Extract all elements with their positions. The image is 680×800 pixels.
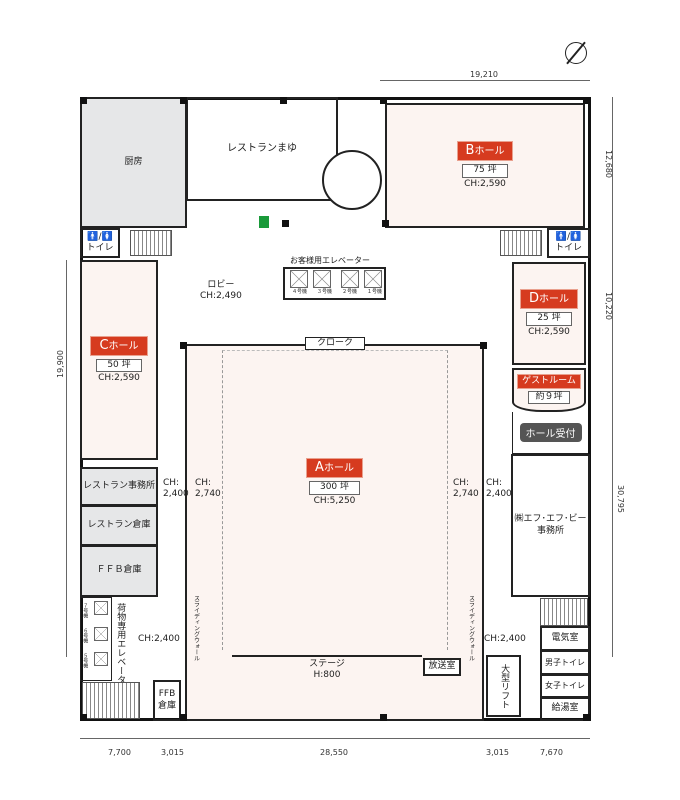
hall-c-area: 50 坪 (96, 358, 142, 373)
toilet-left: 🚹/🚺トイレ (80, 228, 120, 258)
hall-b-ceiling: CH:2,590 (464, 178, 506, 189)
ch-left-hall: CH:2,740 (195, 478, 221, 500)
ffb-office: ㈱エフ･エフ･ビー事務所 (511, 454, 590, 597)
dim-line-left (66, 260, 67, 657)
hall-c: Cホール 50 坪 CH:2,590 (80, 260, 158, 460)
ch-bottom-right: CH:2,400 (484, 634, 526, 644)
ch-left-corridor: CH:2,400 (163, 478, 189, 500)
column (80, 97, 87, 104)
hall-reception-label: ホール受付 (519, 423, 582, 442)
kitchenette: 給湯室 (540, 697, 590, 721)
restaurant-mayu-label: レストランまゆ (227, 142, 297, 154)
dim-right-1: 12,680 (604, 150, 613, 178)
hall-b-badge: Bホール (456, 141, 514, 162)
guest-room-badge: ゲストルーム (517, 373, 581, 389)
hall-b-area: 75 坪 (462, 164, 508, 178)
restaurant-storage: レストラン倉庫 (80, 505, 158, 546)
large-lift: 大型リフト (486, 655, 521, 717)
column (380, 97, 387, 104)
hall-a-area: 300 坪 (308, 481, 361, 495)
sliding-wall-left: スライディングウォール (192, 595, 200, 661)
column (382, 220, 389, 227)
stairs-bottom-right (540, 598, 588, 626)
freight-car-6 (94, 627, 108, 641)
kitchen-label: 厨房 (124, 156, 143, 167)
dim-bottom-3: 28,550 (320, 748, 348, 757)
cloak: クローク (305, 337, 365, 350)
dim-line-right (612, 97, 613, 657)
column (180, 97, 187, 104)
freight-car-7 (94, 601, 108, 615)
guest-elevator-title: お客様用エレベーター (290, 256, 370, 265)
stairs-bottom-left (82, 682, 140, 719)
guest-elevator-bank (283, 267, 386, 300)
stairs-left (130, 230, 172, 256)
column (180, 342, 187, 349)
column (282, 220, 289, 227)
hall-a-partition (222, 350, 448, 650)
broadcast-room: 放送室 (423, 658, 461, 676)
dim-right-3: 30,795 (616, 485, 625, 513)
restaurant-office: レストラン事務所 (80, 467, 158, 506)
column (380, 714, 387, 721)
dim-line-top (380, 80, 590, 81)
hall-d-badge: Dホール (519, 289, 578, 310)
dim-bottom-2: 3,015 (161, 748, 184, 757)
hall-a-ceiling: CH:5,250 (313, 495, 356, 506)
dim-bottom-5: 7,670 (540, 748, 563, 757)
freight-car-5-label: ５号機 (82, 653, 89, 668)
freight-car-6-label: ６号機 (82, 628, 89, 643)
hall-c-ceiling: CH:2,590 (98, 373, 140, 384)
column (583, 97, 590, 104)
dim-line-bottom (80, 738, 590, 739)
exit-sign-icon (259, 216, 269, 228)
dim-bottom-4: 3,015 (486, 748, 509, 757)
kitchen: 厨房 (80, 97, 187, 228)
hall-b: Bホール 75 坪 CH:2,590 (385, 103, 585, 228)
dim-right-2: 10,220 (604, 292, 613, 320)
elevator-car-4 (290, 270, 308, 288)
elevator-car-3 (313, 270, 331, 288)
restaurant-mayu: レストランまゆ (186, 97, 338, 201)
column (583, 714, 590, 721)
elevator-car-1 (364, 270, 382, 288)
elevator-car-2 (341, 270, 359, 288)
freight-car-7-label: ７号機 (82, 603, 89, 618)
ch-bottom-left: CH:2,400 (138, 634, 180, 644)
womens-toilet: 女子トイレ (540, 674, 590, 698)
sliding-wall-right: スライディングウォール (467, 595, 475, 661)
rotunda (322, 150, 382, 210)
column (80, 714, 87, 721)
hall-d: Dホール 25 坪 CH:2,590 (512, 262, 586, 365)
hall-d-ceiling: CH:2,590 (528, 326, 570, 337)
north-compass-icon (565, 41, 587, 65)
stairs-right (500, 230, 542, 256)
guest-room: ゲストルーム 約９坪 (512, 368, 586, 412)
column (180, 714, 187, 721)
dim-left: 19,900 (56, 350, 65, 378)
dim-bottom-1: 7,700 (108, 748, 131, 757)
freight-elevator-shaft (80, 597, 112, 681)
ffb-storage: ＦＦＢ倉庫 (80, 545, 158, 597)
hall-d-area: 25 坪 (526, 312, 572, 326)
freight-elevator-label: 荷物専用エレベーター (115, 603, 126, 693)
ch-right-corridor: CH:2,400 (486, 478, 512, 500)
freight-car-5 (94, 652, 108, 666)
dim-top: 19,210 (470, 70, 498, 79)
hall-c-badge: Cホール (90, 335, 148, 356)
hall-a-badge: Aホール (306, 458, 363, 479)
ch-right-hall: CH:2,740 (453, 478, 479, 500)
mens-toilet: 男子トイレ (540, 650, 590, 675)
column (280, 97, 287, 104)
toilet-right: 🚹/🚺トイレ (547, 228, 590, 258)
electric-room: 電気室 (540, 626, 590, 651)
hall-reception: ホール受付 (512, 412, 588, 454)
column (480, 342, 487, 349)
guest-room-area: 約９坪 (528, 391, 570, 405)
